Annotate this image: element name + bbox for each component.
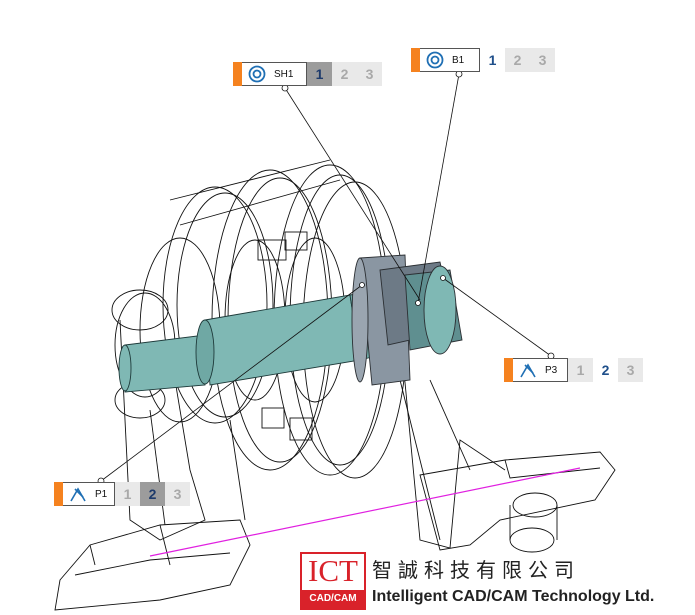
tag-b1[interactable]: B1 1 2 3 — [411, 48, 555, 72]
logo-badge: ICT CAD/CAM — [300, 552, 366, 610]
tag-stripe — [54, 482, 63, 506]
tag-icon-box[interactable]: B1 — [420, 48, 480, 72]
option-1[interactable]: 1 — [115, 482, 140, 506]
tag-label: P1 — [95, 488, 108, 500]
tag-icon-box[interactable]: P3 — [513, 358, 568, 382]
shaft — [118, 289, 381, 393]
plane-axis-icon — [70, 487, 86, 502]
axis-line — [149, 467, 581, 557]
option-2[interactable]: 2 — [593, 358, 618, 382]
option-3[interactable]: 3 — [530, 48, 555, 72]
logo-badge-subtext: CAD/CAM — [302, 590, 364, 608]
tag-stripe — [504, 358, 513, 382]
option-2[interactable]: 2 — [505, 48, 530, 72]
concentric-circles-icon — [248, 65, 266, 83]
tag-sh1[interactable]: SH1 1 2 3 — [233, 62, 382, 86]
logo-badge-text: ICT — [308, 553, 358, 588]
option-3[interactable]: 3 — [357, 62, 382, 86]
logo-chinese-name: 智誠科技有限公司 — [372, 558, 580, 582]
tag-label: P3 — [545, 364, 558, 376]
option-3[interactable]: 3 — [165, 482, 190, 506]
tag-stripe — [233, 62, 242, 86]
tag-p3[interactable]: P3 1 2 3 — [504, 358, 643, 382]
concentric-circles-icon — [426, 51, 444, 69]
tag-stripe — [411, 48, 420, 72]
option-1[interactable]: 1 — [307, 62, 332, 86]
wheel-left-outline — [162, 186, 268, 424]
tag-label: B1 — [452, 54, 465, 66]
tag-p1[interactable]: P1 1 2 3 — [54, 482, 190, 506]
company-logo: ICT CAD/CAM 智誠科技有限公司 Intelligent CAD/CAM… — [300, 552, 690, 612]
option-3[interactable]: 3 — [618, 358, 643, 382]
option-1[interactable]: 1 — [480, 48, 505, 72]
option-2[interactable]: 2 — [332, 62, 357, 86]
tag-icon-box[interactable]: SH1 — [242, 62, 307, 86]
plane-axis-icon — [520, 363, 536, 378]
tag-icon-box[interactable]: P1 — [63, 482, 115, 506]
tag-label: SH1 — [274, 68, 294, 80]
option-1[interactable]: 1 — [568, 358, 593, 382]
option-2[interactable]: 2 — [140, 482, 165, 506]
bushing — [351, 254, 463, 386]
logo-english-name: Intelligent CAD/CAM Technology Ltd. — [372, 588, 655, 605]
